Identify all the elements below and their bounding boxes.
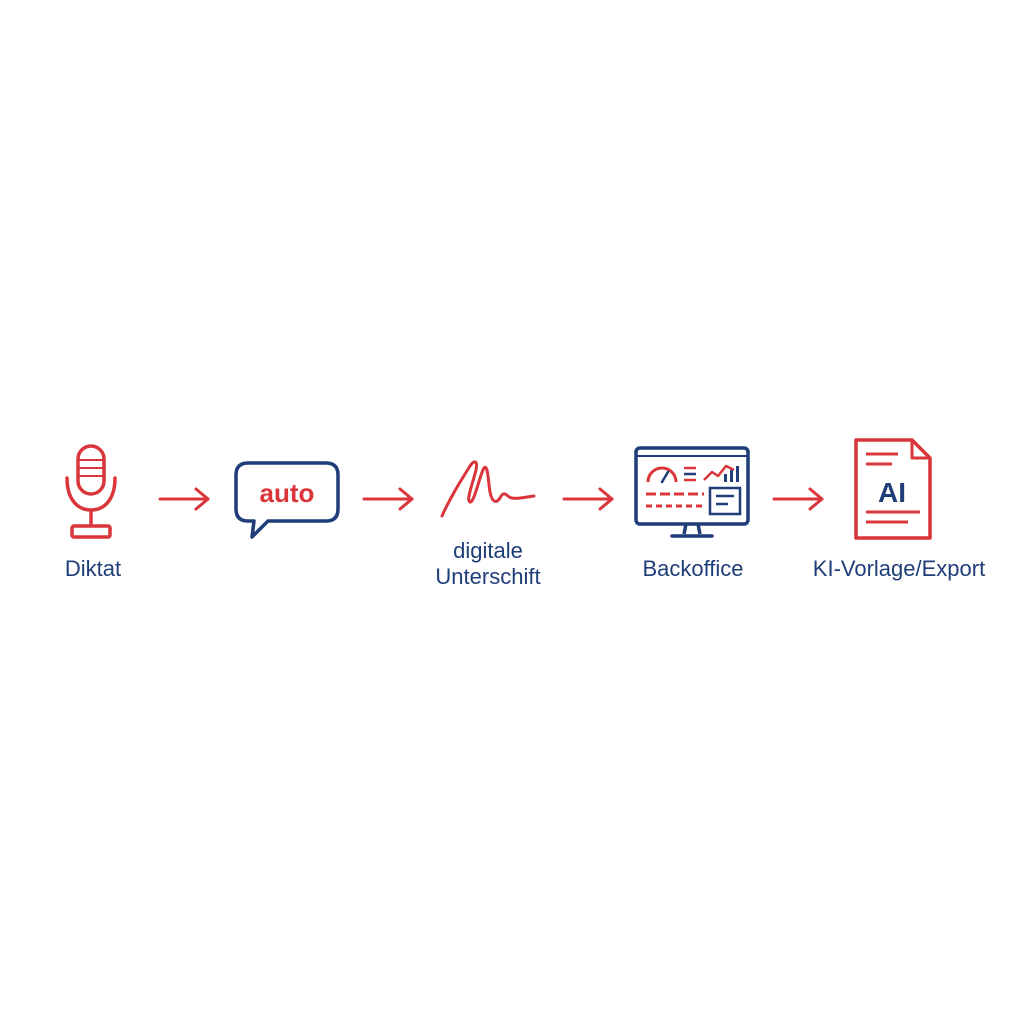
label-line: KI-Vorlage/Export bbox=[812, 556, 986, 581]
arrow-right-icon bbox=[362, 487, 414, 511]
label-line: Diktat bbox=[64, 556, 122, 581]
step-label-diktat: Diktat bbox=[30, 556, 156, 582]
document-ai-text: AI bbox=[878, 477, 906, 508]
arrow-right-icon bbox=[562, 487, 614, 511]
signature-icon bbox=[440, 460, 536, 518]
ai-document-icon: AI bbox=[854, 438, 932, 540]
arrow-right-icon bbox=[158, 487, 210, 511]
step-label-ai-export: KI-Vorlage/Export bbox=[798, 556, 1000, 582]
dashboard-monitor-icon bbox=[634, 446, 750, 538]
speech-bubble-icon: auto bbox=[234, 461, 340, 539]
label-line: Unterschift bbox=[435, 564, 541, 589]
microphone-icon bbox=[65, 444, 117, 539]
step-label-backoffice: Backoffice bbox=[618, 556, 768, 582]
label-line: Backoffice bbox=[642, 556, 744, 581]
step-label-signature: digitale Unterschift bbox=[400, 538, 576, 590]
label-line: digitale bbox=[453, 538, 523, 563]
arrow-right-icon bbox=[772, 487, 824, 511]
speech-bubble-text: auto bbox=[260, 478, 315, 508]
